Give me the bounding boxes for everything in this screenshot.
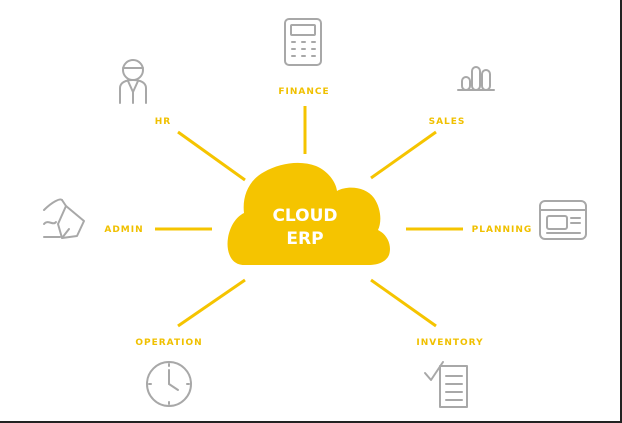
label-hr: HR — [155, 117, 171, 127]
cloud-shape — [227, 162, 390, 265]
label-planning: PLANNING — [472, 225, 533, 235]
bar-chart-icon — [457, 66, 495, 91]
connector-inventory — [370, 278, 437, 328]
connectors — [155, 106, 463, 328]
label-inventory: INVENTORY — [416, 338, 483, 348]
signature-pen-icon — [43, 198, 85, 239]
connector-sales — [370, 130, 437, 180]
clock-icon — [146, 361, 192, 407]
person-icon — [119, 59, 147, 104]
calculator-icon — [284, 18, 322, 66]
module-icons — [43, 18, 587, 408]
connector-hr — [177, 130, 246, 182]
connector-operation — [177, 278, 246, 328]
cloud-title-line2: ERP — [286, 229, 323, 249]
label-finance: FINANCE — [278, 87, 329, 97]
cloud-erp-hub: CLOUD ERP — [227, 162, 390, 265]
cloud-title-line1: CLOUD — [272, 206, 337, 226]
label-admin: ADMIN — [104, 225, 143, 235]
checklist-icon — [424, 361, 468, 408]
label-sales: SALES — [429, 117, 466, 127]
label-operation: OPERATION — [135, 338, 202, 348]
module-labels: FINANCE SALES PLANNING INVENTORY OPERATI… — [104, 87, 533, 348]
card-icon — [539, 200, 587, 240]
